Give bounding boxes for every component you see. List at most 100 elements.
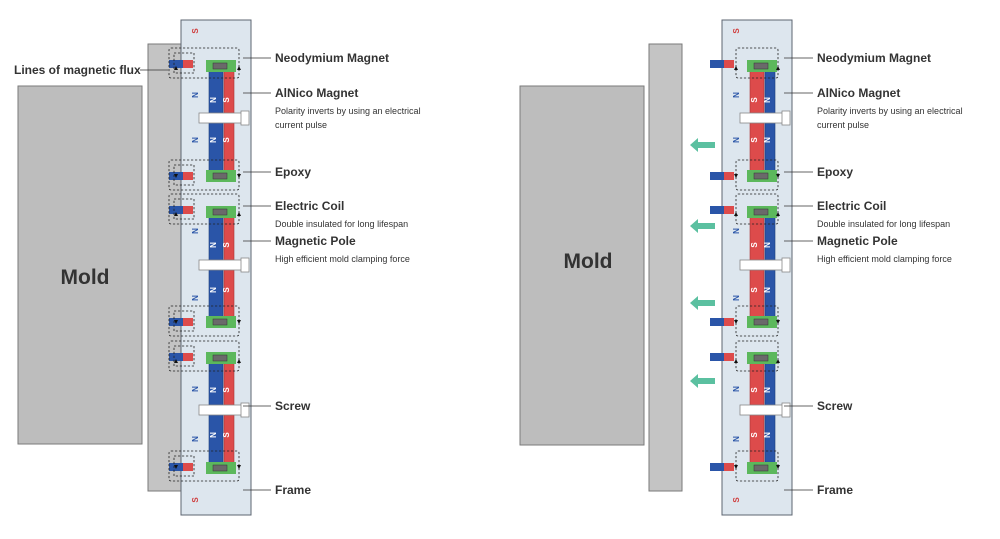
alnico-letter-right: S xyxy=(222,242,231,248)
frame-pole-letter: N xyxy=(732,228,741,234)
alnico-letter-left: N xyxy=(209,432,218,438)
mold-label: Mold xyxy=(564,250,613,273)
frame-pole-letter: N xyxy=(732,92,741,98)
frame-pole-letter: N xyxy=(191,436,200,442)
neodymium-magnet-pair xyxy=(183,463,193,471)
coil-core xyxy=(753,464,769,472)
neodymium-magnet-pair xyxy=(183,353,193,361)
flux-arrow-down xyxy=(237,320,241,324)
neodymium-magnet-pair xyxy=(183,206,193,214)
flux-label: Lines of magnetic flux xyxy=(14,63,141,77)
alnico-letter-left: N xyxy=(209,387,218,393)
frame-pole-letter: N xyxy=(191,386,200,392)
frame-pole-letter: S xyxy=(732,497,741,503)
frame-pole-letter: N xyxy=(191,295,200,301)
flux-arrow-down xyxy=(237,465,241,469)
frame-pole-letter: N xyxy=(732,295,741,301)
flux-arrow-down xyxy=(776,174,780,178)
coil-core xyxy=(753,318,769,326)
screw-shaft xyxy=(198,112,244,124)
screw-label: Screw xyxy=(275,399,311,413)
epoxy-label: Epoxy xyxy=(275,165,311,179)
screw-head xyxy=(240,402,250,418)
neodymium-magnet-pair xyxy=(724,60,734,68)
alnico-letter-right: S xyxy=(222,287,231,293)
mold-label: Mold xyxy=(61,266,110,289)
screw-shaft xyxy=(739,404,785,416)
frame-pole-letter: N xyxy=(191,228,200,234)
alnico-letter-right: S xyxy=(222,432,231,438)
alnico-letter-left: S xyxy=(750,387,759,393)
flux-arrow-up xyxy=(174,359,178,363)
alnico-letter-right: N xyxy=(763,432,772,438)
screw-head xyxy=(240,110,250,126)
flux-arrow-up xyxy=(776,212,780,216)
alnico-label: AlNico Magnet xyxy=(275,86,358,100)
alnico-label: AlNico Magnet xyxy=(817,86,900,100)
flux-loop xyxy=(735,340,779,372)
flux-arrow-up xyxy=(734,212,738,216)
flux-loop xyxy=(168,47,240,79)
neodymium-magnet xyxy=(710,60,724,68)
alnico-letter-right: N xyxy=(763,137,772,143)
alnico-letter-left: N xyxy=(209,242,218,248)
coil-core xyxy=(753,172,769,180)
screw-head xyxy=(781,110,791,126)
flux-arrow-down xyxy=(776,465,780,469)
flux-arrow-down xyxy=(174,320,178,324)
screw-head xyxy=(781,402,791,418)
flux-arrow-up xyxy=(174,212,178,216)
frame-pole-letter: S xyxy=(191,28,200,34)
flux-arrow-down xyxy=(776,320,780,324)
neodymium-label: Neodymium Magnet xyxy=(275,51,389,65)
pole-sub: High efficient mold clamping force xyxy=(275,254,410,264)
coil-sub: Double insulated for long lifespan xyxy=(817,219,950,229)
alnico-letter-left: S xyxy=(750,97,759,103)
clamping-plate xyxy=(147,43,182,492)
mold-block xyxy=(519,85,645,446)
alnico-sub-line-2: current pulse xyxy=(817,120,869,130)
coil-core xyxy=(212,464,228,472)
pole-sub: High efficient mold clamping force xyxy=(817,254,952,264)
flux-arrow-up xyxy=(237,66,241,70)
alnico-letter-left: N xyxy=(209,287,218,293)
flux-inner-loop xyxy=(173,198,195,220)
neodymium-magnet xyxy=(710,206,724,214)
release-arrow-icon xyxy=(690,374,715,388)
alnico-letter-left: N xyxy=(209,97,218,103)
flux-loop xyxy=(735,193,779,225)
frame-pole-letter: N xyxy=(732,137,741,143)
flux-arrow-down xyxy=(174,465,178,469)
coil-label: Electric Coil xyxy=(817,199,886,213)
flux-inner-loop xyxy=(173,345,195,367)
coil-sub: Double insulated for long lifespan xyxy=(275,219,408,229)
frame-pole-letter: N xyxy=(191,92,200,98)
neodymium-magnet-pair xyxy=(724,206,734,214)
alnico-letter-right: S xyxy=(222,137,231,143)
neodymium-magnet xyxy=(710,353,724,361)
release-arrow-icon xyxy=(690,219,715,233)
flux-loop xyxy=(168,193,240,225)
flux-arrow-down xyxy=(734,465,738,469)
neodymium-magnet-pair xyxy=(724,172,734,180)
screw-head xyxy=(781,257,791,273)
neodymium-magnet-pair xyxy=(724,318,734,326)
alnico-letter-left: N xyxy=(209,137,218,143)
screw-shaft xyxy=(198,259,244,271)
flux-arrow-up xyxy=(776,359,780,363)
screw-label: Screw xyxy=(817,399,853,413)
frame-pole-letter: S xyxy=(732,28,741,34)
frame-pole-letter: N xyxy=(732,386,741,392)
alnico-letter-right: S xyxy=(222,97,231,103)
alnico-letter-left: S xyxy=(750,137,759,143)
neodymium-magnet xyxy=(710,463,724,471)
alnico-sub-line-1: Polarity inverts by using an electrical xyxy=(817,106,963,116)
release-arrow-icon xyxy=(690,296,715,310)
flux-arrow-up xyxy=(237,359,241,363)
screw-shaft xyxy=(198,404,244,416)
flux-inner-loop xyxy=(173,52,195,74)
neodymium-magnet xyxy=(169,206,183,214)
screw-head xyxy=(240,257,250,273)
pole-label: Magnetic Pole xyxy=(275,234,356,248)
